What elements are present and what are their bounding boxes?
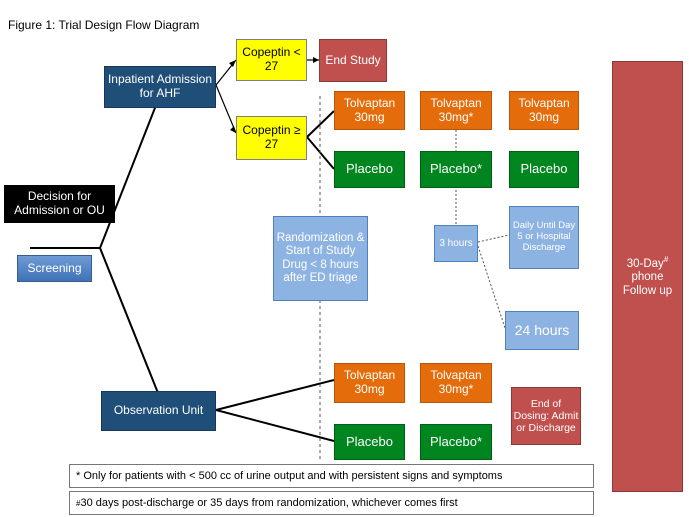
- inpatient-admission-box: Inpatient Admission for AHF: [104, 66, 216, 108]
- footnote-star: * Only for patients with < 500 cc of uri…: [69, 464, 594, 488]
- copeptin-low-box: Copeptin < 27: [236, 39, 307, 81]
- branch-to-observation: [99, 247, 159, 394]
- end-study-box: End Study: [319, 39, 387, 82]
- daily-until-box: Daily Until Day 5 or Hospital Discharge: [509, 206, 579, 269]
- inpatient-tolvaptan-day1: Tolvaptan 30mg: [334, 91, 405, 130]
- follow-up-label-a: 30-Day#: [626, 255, 669, 271]
- inpatient-placebo-day2: Placebo*: [420, 151, 492, 188]
- observation-tolvaptan-day1: Tolvaptan 30mg: [334, 363, 405, 403]
- end-of-dosing-box: End of Dosing: Admit or Discharge: [511, 387, 581, 445]
- screening-box: Screening: [17, 255, 92, 282]
- three-hours-box: 3 hours: [434, 225, 478, 262]
- arrow-to-copeptin-high: [215, 84, 237, 134]
- follow-up-box: 30-Day# phone Follow up: [612, 61, 683, 492]
- branch-to-tolvaptan: [306, 110, 335, 138]
- obs-branch-to-tolvaptan: [215, 379, 335, 411]
- follow-up-label-b: phone Follow up: [622, 271, 673, 297]
- branch-to-inpatient: [99, 89, 163, 249]
- obs-branch-to-placebo: [215, 409, 335, 442]
- inpatient-tolvaptan-day3: Tolvaptan 30mg: [509, 91, 579, 130]
- copeptin-high-box: Copeptin ≥ 27: [236, 116, 307, 160]
- observation-unit-box: Observation Unit: [101, 391, 216, 431]
- observation-placebo-day2: Placebo*: [420, 424, 492, 460]
- footnote-hash: # 30 days post-discharge or 35 days from…: [69, 491, 594, 515]
- inpatient-tolvaptan-day2: Tolvaptan 30mg*: [420, 91, 492, 130]
- randomization-box: Randomization & Start of Study Drug < 8 …: [273, 216, 368, 301]
- twenty-four-hours-box: 24 hours: [505, 311, 579, 350]
- inpatient-placebo-day1: Placebo: [334, 151, 405, 188]
- observation-tolvaptan-day2: Tolvaptan 30mg*: [420, 363, 492, 403]
- observation-placebo-day1: Placebo: [334, 424, 405, 460]
- inpatient-placebo-day3: Placebo: [509, 151, 579, 188]
- decision-box: Decision for Admission or OU: [4, 185, 115, 223]
- figure-title: Figure 1: Trial Design Flow Diagram: [8, 18, 200, 32]
